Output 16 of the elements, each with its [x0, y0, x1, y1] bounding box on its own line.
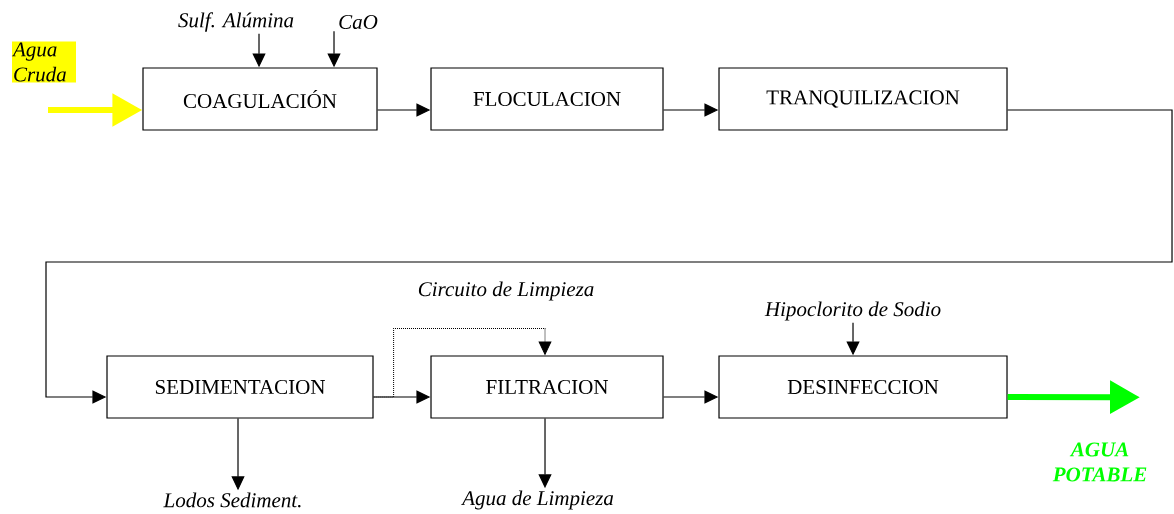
- process-box: COAGULACIÓN: [142, 67, 378, 131]
- process-box: DESINFECCION: [718, 355, 1008, 419]
- input-label: Agua Cruda: [11, 41, 76, 83]
- arrow: [45, 109, 1173, 404]
- arrow: [373, 327, 552, 398]
- input-label: Hipoclorito de Sodio: [764, 301, 941, 321]
- input-label: Agua de Limpieza: [461, 490, 614, 510]
- process-box: FILTRACION: [430, 355, 664, 419]
- input-label: Lodos Sediment.: [163, 492, 301, 508]
- process-box: SEDIMENTACION: [106, 355, 374, 419]
- input-label: CaO: [339, 14, 378, 30]
- process-box: TRANQUILIZACION: [718, 67, 1008, 131]
- input-label: Sulf. Alúmina: [178, 12, 294, 32]
- output-label: AGUA POTABLE: [1052, 442, 1147, 482]
- process-box: FLOCULACION: [430, 67, 664, 131]
- edge-label: Circuito de Limpieza: [416, 280, 596, 302]
